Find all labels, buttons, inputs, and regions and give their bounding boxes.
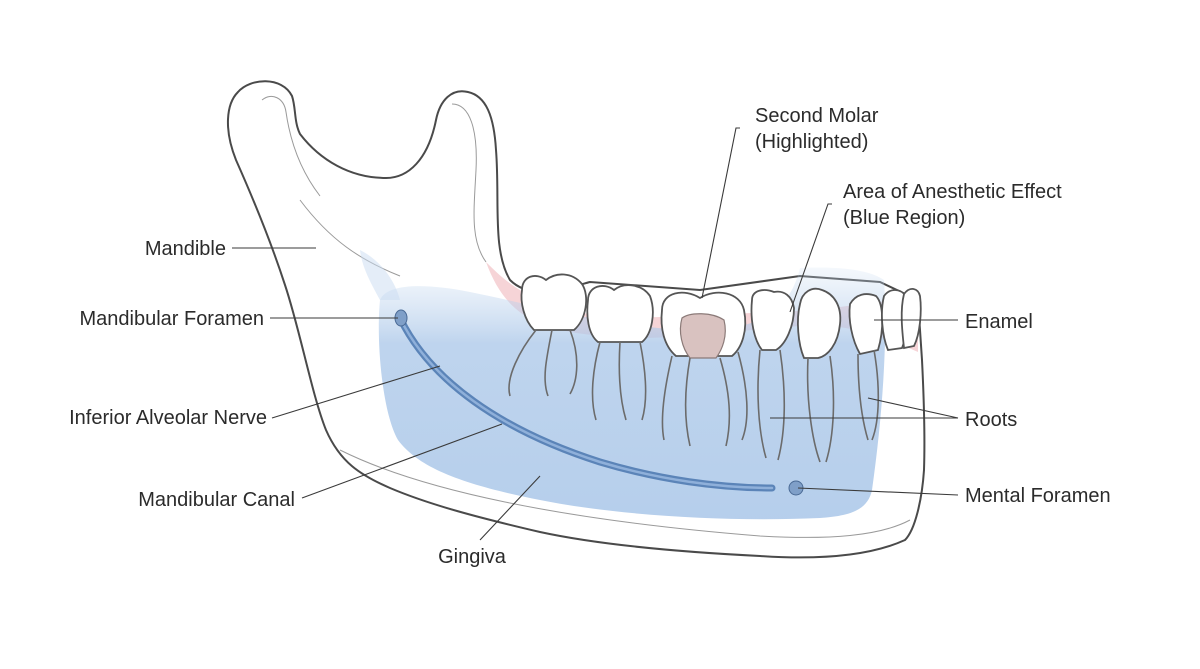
molar-roots (591, 341, 647, 421)
label-mandibular-foramen: Mandibular Foramen (79, 308, 264, 330)
label-anesthetic-area-sub: (Blue Region) (843, 207, 965, 229)
anesthetic-fade (360, 250, 400, 300)
second-molar-roots (661, 351, 748, 447)
label-anesthetic-area: Area of Anesthetic Effect (843, 181, 1062, 203)
third-molar-roots (508, 329, 578, 397)
canine-root (806, 355, 835, 463)
teeth (508, 273, 922, 463)
leader-lines (232, 127, 959, 541)
molar-crown (586, 284, 654, 343)
third-molar-crown (520, 273, 588, 331)
label-mandible: Mandible (145, 238, 226, 260)
canine-crown (797, 287, 842, 359)
label-enamel: Enamel (965, 311, 1033, 333)
premolar-crown (750, 289, 795, 351)
label-mental-foramen: Mental Foramen (965, 485, 1111, 507)
premolar-root (757, 349, 786, 461)
incisor-crown-3 (900, 288, 922, 350)
second-molar-pulp (679, 313, 726, 359)
label-gingiva: Gingiva (438, 546, 507, 568)
label-second-molar-sub: (Highlighted) (755, 131, 868, 153)
label-second-molar: Second Molar (755, 105, 879, 127)
label-roots: Roots (965, 409, 1017, 431)
label-mandibular-canal: Mandibular Canal (138, 489, 295, 511)
label-inferior-alveolar-nerve: Inferior Alveolar Nerve (69, 407, 267, 429)
